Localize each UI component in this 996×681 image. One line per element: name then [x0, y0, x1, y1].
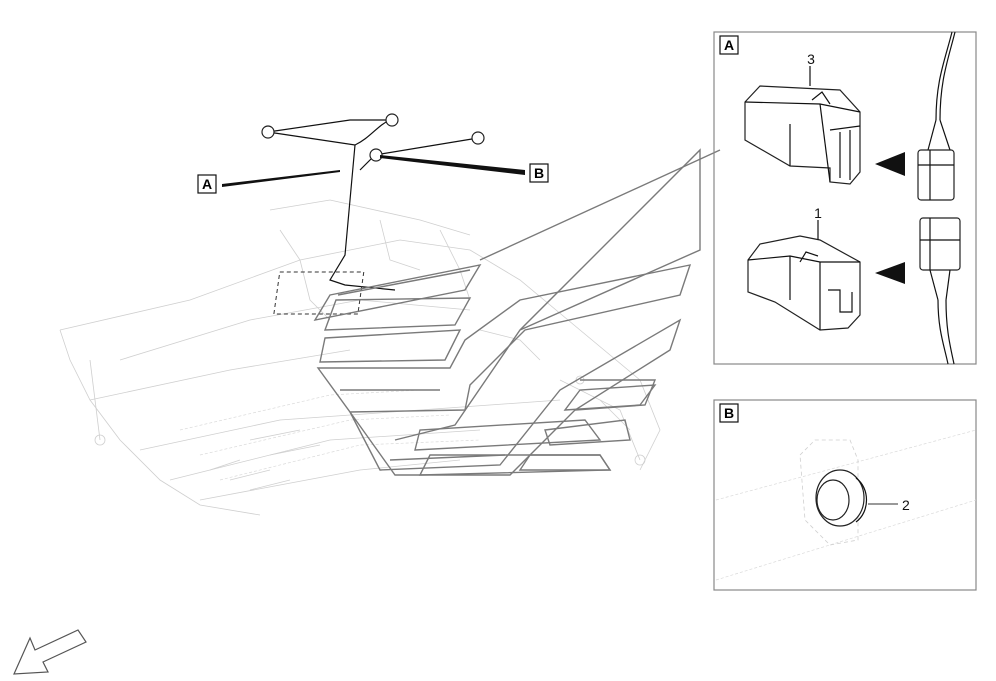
direction-arrow-icon — [13, 629, 87, 675]
arrow-to-connector-1 — [875, 262, 905, 284]
callout-a-leader — [222, 170, 340, 187]
detail-b-tag[interactable]: B — [719, 403, 739, 423]
vehicle-chassis-outline — [59, 199, 661, 516]
callout-b-leader — [380, 155, 525, 175]
detail-a-tag-label: A — [724, 37, 734, 53]
wiring-harness — [261, 113, 485, 315]
part-number-2: 2 — [902, 497, 910, 513]
connector-housing-3 — [744, 85, 861, 185]
grommet-2 — [815, 469, 868, 527]
callout-a-label: A — [202, 176, 212, 192]
magnification-ribbons — [313, 148, 721, 476]
detail-a-panel: A 3 1 — [713, 31, 977, 365]
detail-b-panel: B 2 — [713, 399, 977, 591]
arrow-to-connector-3 — [875, 152, 905, 176]
callout-b[interactable]: B — [529, 163, 549, 183]
callout-b-label: B — [534, 165, 544, 181]
detail-b-tag-label: B — [724, 405, 734, 421]
detail-a-tag[interactable]: A — [719, 35, 739, 55]
connector-housing-1 — [747, 235, 861, 331]
part-number-3: 3 — [807, 51, 815, 67]
part-number-1: 1 — [814, 205, 822, 221]
detail-a-harness — [917, 31, 961, 365]
callout-a[interactable]: A — [197, 174, 217, 194]
